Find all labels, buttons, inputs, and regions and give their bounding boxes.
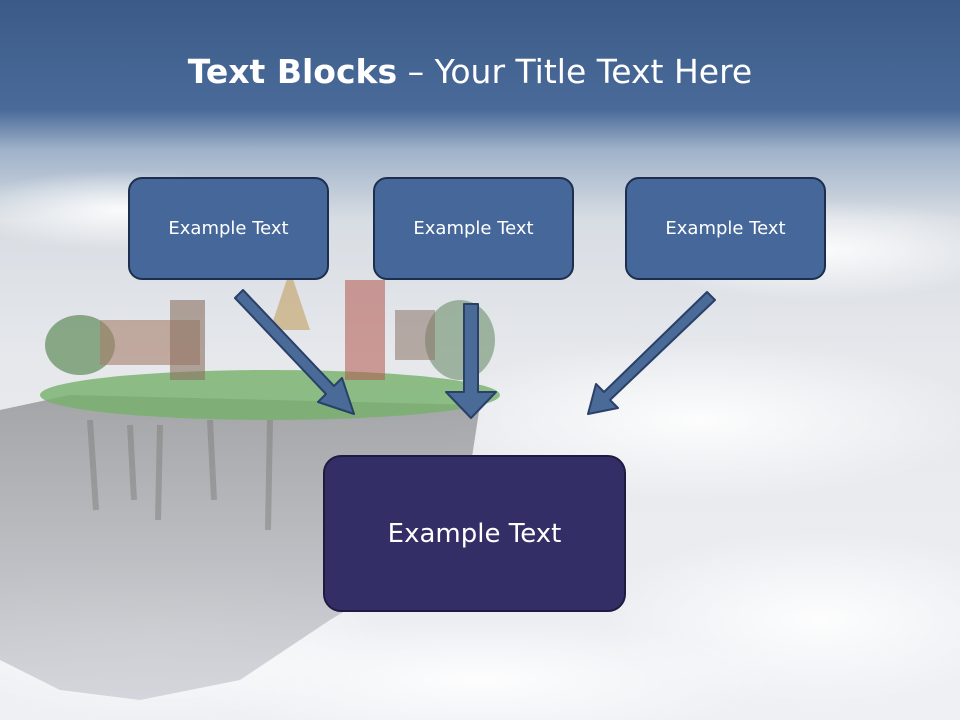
text-block-2: Example Text (373, 177, 574, 280)
text-block-1-label: Example Text (168, 218, 289, 239)
text-block-1: Example Text (128, 177, 329, 280)
arrow-left (234, 289, 355, 415)
title-bold: Text Blocks (187, 52, 398, 91)
text-block-3-label: Example Text (665, 218, 786, 239)
main-text-block-label: Example Text (387, 518, 562, 549)
main-text-block: Example Text (323, 455, 626, 612)
arrow-center (445, 303, 497, 419)
text-block-2-label: Example Text (413, 218, 534, 239)
text-block-3: Example Text (625, 177, 826, 280)
title-rest: – Your Title Text Here (397, 52, 753, 91)
slide-title: Text Blocks – Your Title Text Here (0, 52, 940, 91)
arrow-right (587, 291, 716, 415)
